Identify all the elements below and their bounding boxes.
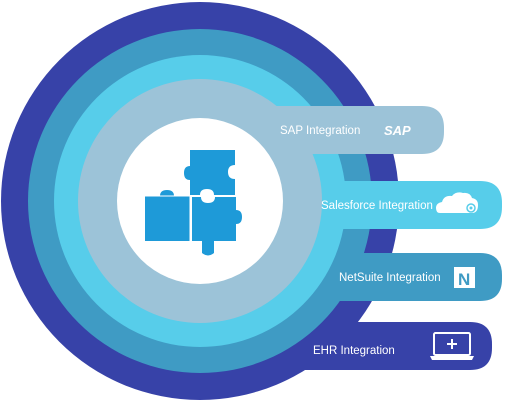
label-salesforce-integration: Salesforce Integration	[321, 200, 433, 212]
puzzle-pieces-icon	[145, 150, 242, 256]
monitor-plus-icon	[430, 332, 474, 360]
svg-text:N: N	[458, 270, 470, 289]
netsuite-logo-icon: N	[454, 267, 475, 289]
salesforce-cloud-icon	[436, 192, 478, 213]
label-sap-integration: SAP Integration	[280, 125, 360, 137]
label-netsuite-integration: NetSuite Integration	[339, 272, 441, 284]
label-ehr-integration: EHR Integration	[313, 345, 395, 357]
sap-logo-icon: SAP	[384, 123, 411, 138]
svg-text:SAP: SAP	[384, 123, 411, 138]
